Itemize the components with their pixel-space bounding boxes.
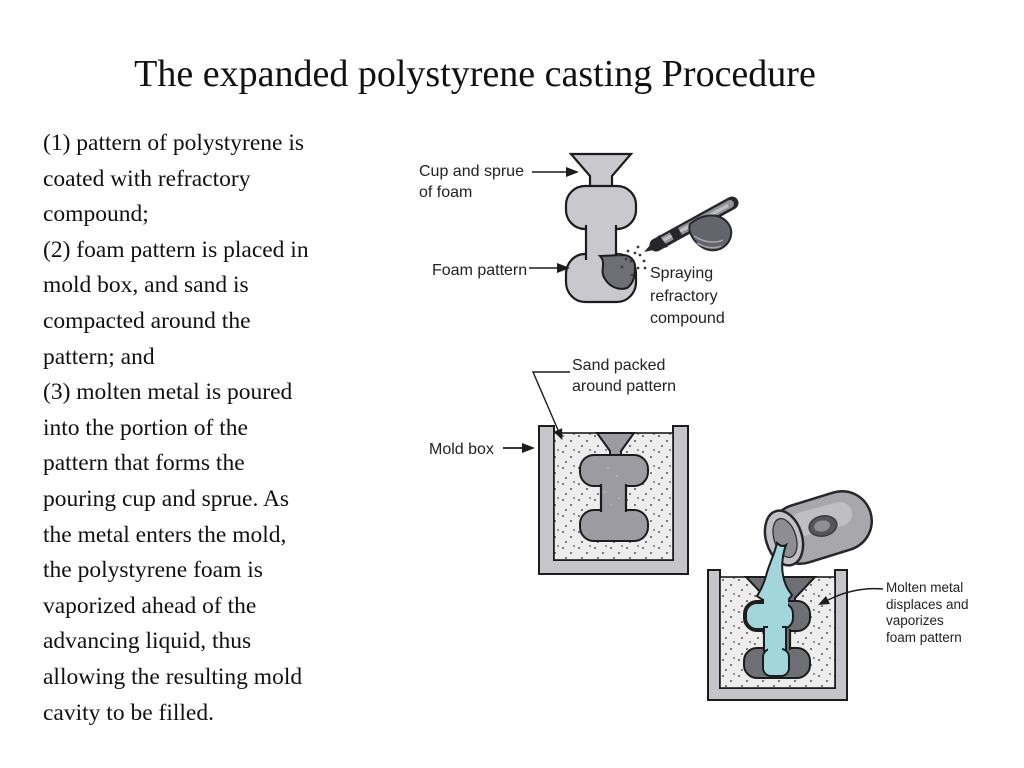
spray-mist-dots <box>617 245 647 277</box>
pouring-ladle-icon <box>763 490 873 567</box>
spray-gun-icon <box>644 196 739 252</box>
sprayed-coating-patch <box>597 253 636 290</box>
foam-pattern-spray-illustration <box>529 152 739 304</box>
mold-box-illustration <box>503 371 689 575</box>
cup-and-sprue-label: Cup and sprue of foam <box>419 163 524 201</box>
spraying-refractory-label: Spraying refractory compound <box>650 265 725 327</box>
mold-box-label: Mold box <box>429 441 494 458</box>
molten-metal-flow <box>745 541 794 677</box>
foam-pattern-shape <box>564 152 638 304</box>
molten-metal-label: Molten metal displaces and vaporizes foa… <box>886 580 969 645</box>
buried-foam-pattern-shape <box>579 432 649 542</box>
pouring-illustration <box>707 490 884 701</box>
slide-body-text: (1) pattern of polystyrene is coated wit… <box>43 130 309 726</box>
slide-title: The expanded polystyrene casting Procedu… <box>134 53 816 95</box>
sand-packed-leader-arrow <box>531 371 570 441</box>
sand-packed-label: Sand packed around pattern <box>572 357 677 395</box>
foam-pattern-label: Foam pattern <box>432 262 528 279</box>
molten-metal-leader-arrow <box>818 587 884 605</box>
